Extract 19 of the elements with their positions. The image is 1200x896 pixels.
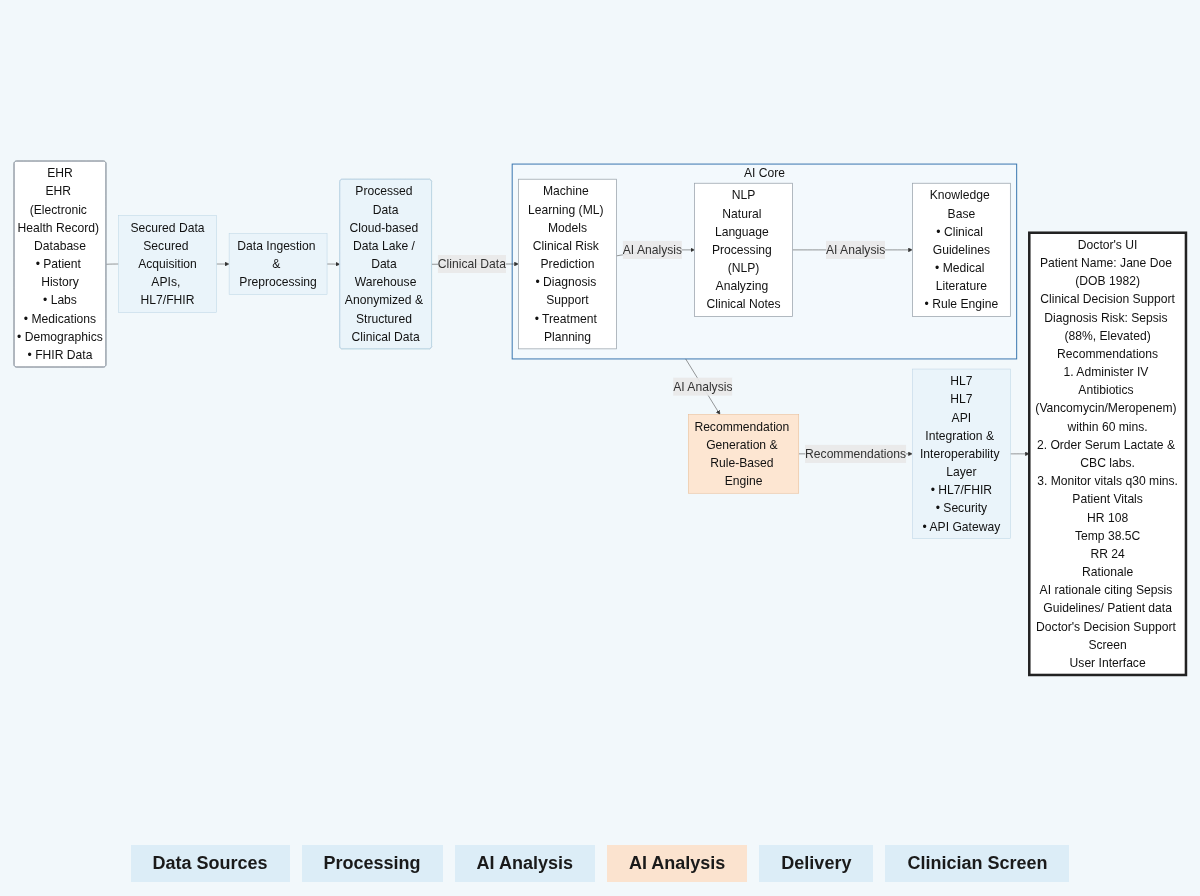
node-box: Machine Learning (ML) Models Clinical Risk Prediction • Diagnosis Support • Treatment Planning [518, 179, 617, 350]
column-label: AI Analysis [454, 845, 595, 882]
node-box: Recommendation Generation & Rule-Based Engine [688, 414, 799, 494]
node-box: NLP Natural Language Processing (NLP) Analyzing Clinical Notes [694, 183, 793, 318]
edge-label: Clinical Data [437, 257, 506, 272]
node-box: HL7 HL7 API Integration & Interoperability Layer • HL7/FHIR • Security • API Gateway [912, 369, 1011, 540]
edge-label: AI Analysis [622, 243, 683, 257]
edge-label: Recommendations [805, 447, 907, 461]
node-box: Secured Data Secured Acquisition APIs, HL7/FHIR [118, 215, 217, 314]
column-label: Data Sources [130, 845, 290, 882]
node-box: Data Ingestion & Preprocessing [228, 233, 328, 296]
node-box: Knowledge Base • Clinical Guidelines • Medical Literature • Rule Engine [912, 183, 1011, 318]
edge-label: AI Analysis [825, 243, 886, 257]
edge-label: AI Analysis [673, 380, 733, 394]
column-label: Clinician Screen [885, 845, 1070, 882]
node-box: Doctor's UI Patient Name: Jane Doe (DOB 1982) Clinical Decision Support Diagnosis Risk: Sepsis (88%, Elevated) Recommendations 1. Administer IV Antibiotics (Vancomycin/Meropenem) within 60 mins. 2. Order Serum Lactate & CBC labs. 3. Monitor vitals q30 mins. Patient Vitals HR 108 Temp 38.5C RR 24 Rationale AI rationale citing Sepsis Guidelines/ Patient data Doctor's Decision Support Screen User Interface [1028, 231, 1188, 677]
column-label: Processing [301, 845, 443, 882]
column-label: AI Analysis [607, 845, 748, 882]
column-label: Delivery [759, 845, 874, 882]
